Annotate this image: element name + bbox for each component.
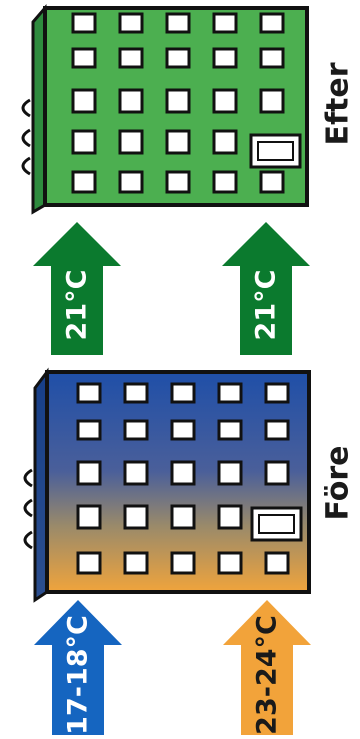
building-before bbox=[23, 367, 311, 603]
building-before-windows bbox=[76, 382, 290, 575]
label-before: Före bbox=[320, 445, 356, 521]
arrow-before-right bbox=[223, 600, 311, 735]
building-after-door bbox=[249, 133, 302, 169]
temp-after-left: 21°C bbox=[61, 269, 93, 341]
building-after bbox=[21, 3, 309, 215]
arrow-after-right bbox=[222, 222, 310, 355]
building-after-balconies bbox=[21, 98, 31, 176]
temp-after-right: 21°C bbox=[250, 269, 282, 341]
arrow-before-left bbox=[34, 600, 122, 735]
building-before-balconies bbox=[23, 468, 33, 550]
temp-before-left: 17-18°C bbox=[62, 615, 94, 735]
building-after-windows bbox=[71, 12, 285, 194]
label-after: Efter bbox=[320, 62, 356, 146]
arrow-after-left bbox=[33, 222, 121, 355]
temp-before-right: 23-24°C bbox=[251, 615, 283, 735]
building-before-door bbox=[250, 506, 303, 542]
